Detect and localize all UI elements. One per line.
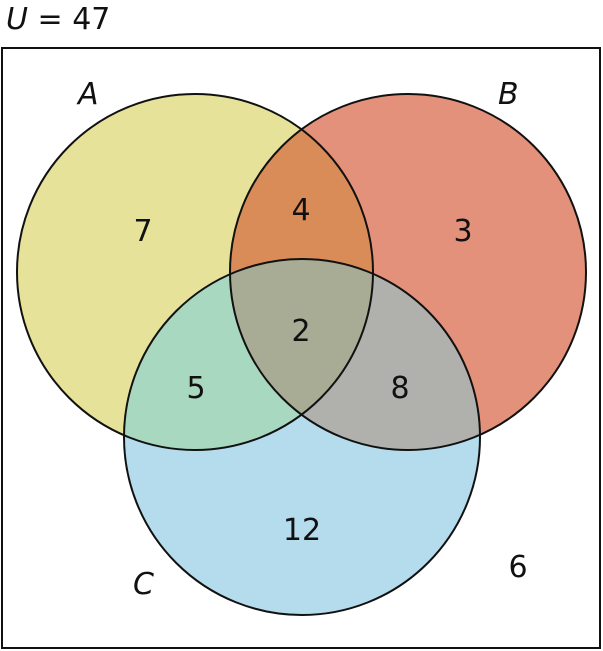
set-c-label: C: [133, 567, 154, 602]
universe-label: U = 47: [6, 2, 110, 37]
count-a-c-only: 5: [186, 371, 205, 406]
count-a-b-c: 2: [291, 314, 310, 349]
count-a-only: 7: [133, 214, 152, 249]
universe-count: 47: [72, 2, 111, 37]
count-b-only: 3: [453, 214, 472, 249]
set-a-label: A: [76, 77, 99, 112]
count-a-b-only: 4: [291, 193, 310, 228]
universe-symbol: U: [6, 2, 28, 37]
set-b-label: B: [498, 77, 519, 112]
count-c-only: 12: [283, 513, 321, 548]
count-b-c-only: 8: [390, 371, 409, 406]
count-outside: 6: [508, 550, 527, 585]
equals-sign: =: [27, 2, 73, 37]
